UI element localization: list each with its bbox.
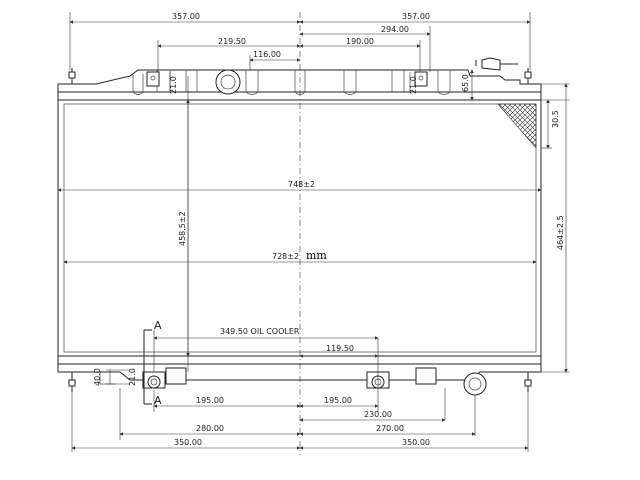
- dim-bottom-right-350: 350.00: [402, 438, 430, 447]
- dim-left-small: 40.0: [93, 368, 102, 386]
- top-tank: [57, 57, 542, 101]
- dim-right-offset: 294.00: [381, 25, 409, 34]
- dimension-lines: [57, 20, 568, 450]
- dim-unit: mm: [306, 249, 327, 262]
- dim-oil-cooler: 349.50 OIL COOLER: [220, 327, 300, 336]
- dim-top-right-half: 357.00: [402, 12, 430, 21]
- section-mark-top: A: [154, 319, 162, 332]
- dim-tank-height: 65.0: [461, 74, 470, 92]
- dim-top-left-half: 357.00: [172, 12, 200, 21]
- dim-bottom-270: 270.00: [376, 424, 404, 433]
- oil-cooler-fitting-left-icon: [142, 371, 166, 389]
- dim-bottom-280: 280.00: [196, 424, 224, 433]
- dim-small-left: 21.0: [169, 76, 178, 94]
- dim-core-height: 458.5±2: [178, 211, 187, 246]
- dim-corner: 30.5: [551, 110, 560, 128]
- core-fin-detail: [497, 103, 537, 149]
- dim-width-inner: 728±2: [272, 252, 299, 261]
- dim-oil-inner: 119.50: [326, 344, 354, 353]
- bottom-tank: [57, 355, 542, 396]
- inlet-pipe-icon: [215, 69, 241, 95]
- section-mark-bottom: A: [154, 394, 162, 407]
- dim-bottom-left-350: 350.00: [174, 438, 202, 447]
- dim-total-height: 464±2.5: [556, 215, 565, 250]
- dim-bottom-right-195: 195.00: [324, 396, 352, 405]
- dim-inlet-offset: 219.50: [218, 37, 246, 46]
- center-lines: [187, 12, 301, 455]
- dim-bottom-230: 230.00: [364, 410, 392, 419]
- radiator-cap-icon: [481, 57, 501, 71]
- radiator-core: [57, 99, 542, 357]
- dim-left-small-2: 21.0: [128, 368, 137, 386]
- right-bracket-icon: [414, 71, 428, 87]
- dimension-labels: 357.00 357.00 219.50 116.00 294.00 190.0…: [93, 12, 565, 447]
- dim-inlet-inner: 116.00: [253, 50, 281, 59]
- dim-right-inner: 190.00: [346, 37, 374, 46]
- left-bracket-icon: [146, 71, 160, 87]
- dim-bottom-left-195: 195.00: [196, 396, 224, 405]
- dim-width-core: 748±2: [288, 180, 315, 189]
- dim-small-right: 21.0: [409, 76, 418, 94]
- outlet-pipe-icon: [463, 372, 487, 396]
- section-marks: A A: [143, 319, 162, 407]
- lower-bracket-left-icon: [165, 367, 187, 385]
- lower-bracket-right-icon: [415, 367, 437, 385]
